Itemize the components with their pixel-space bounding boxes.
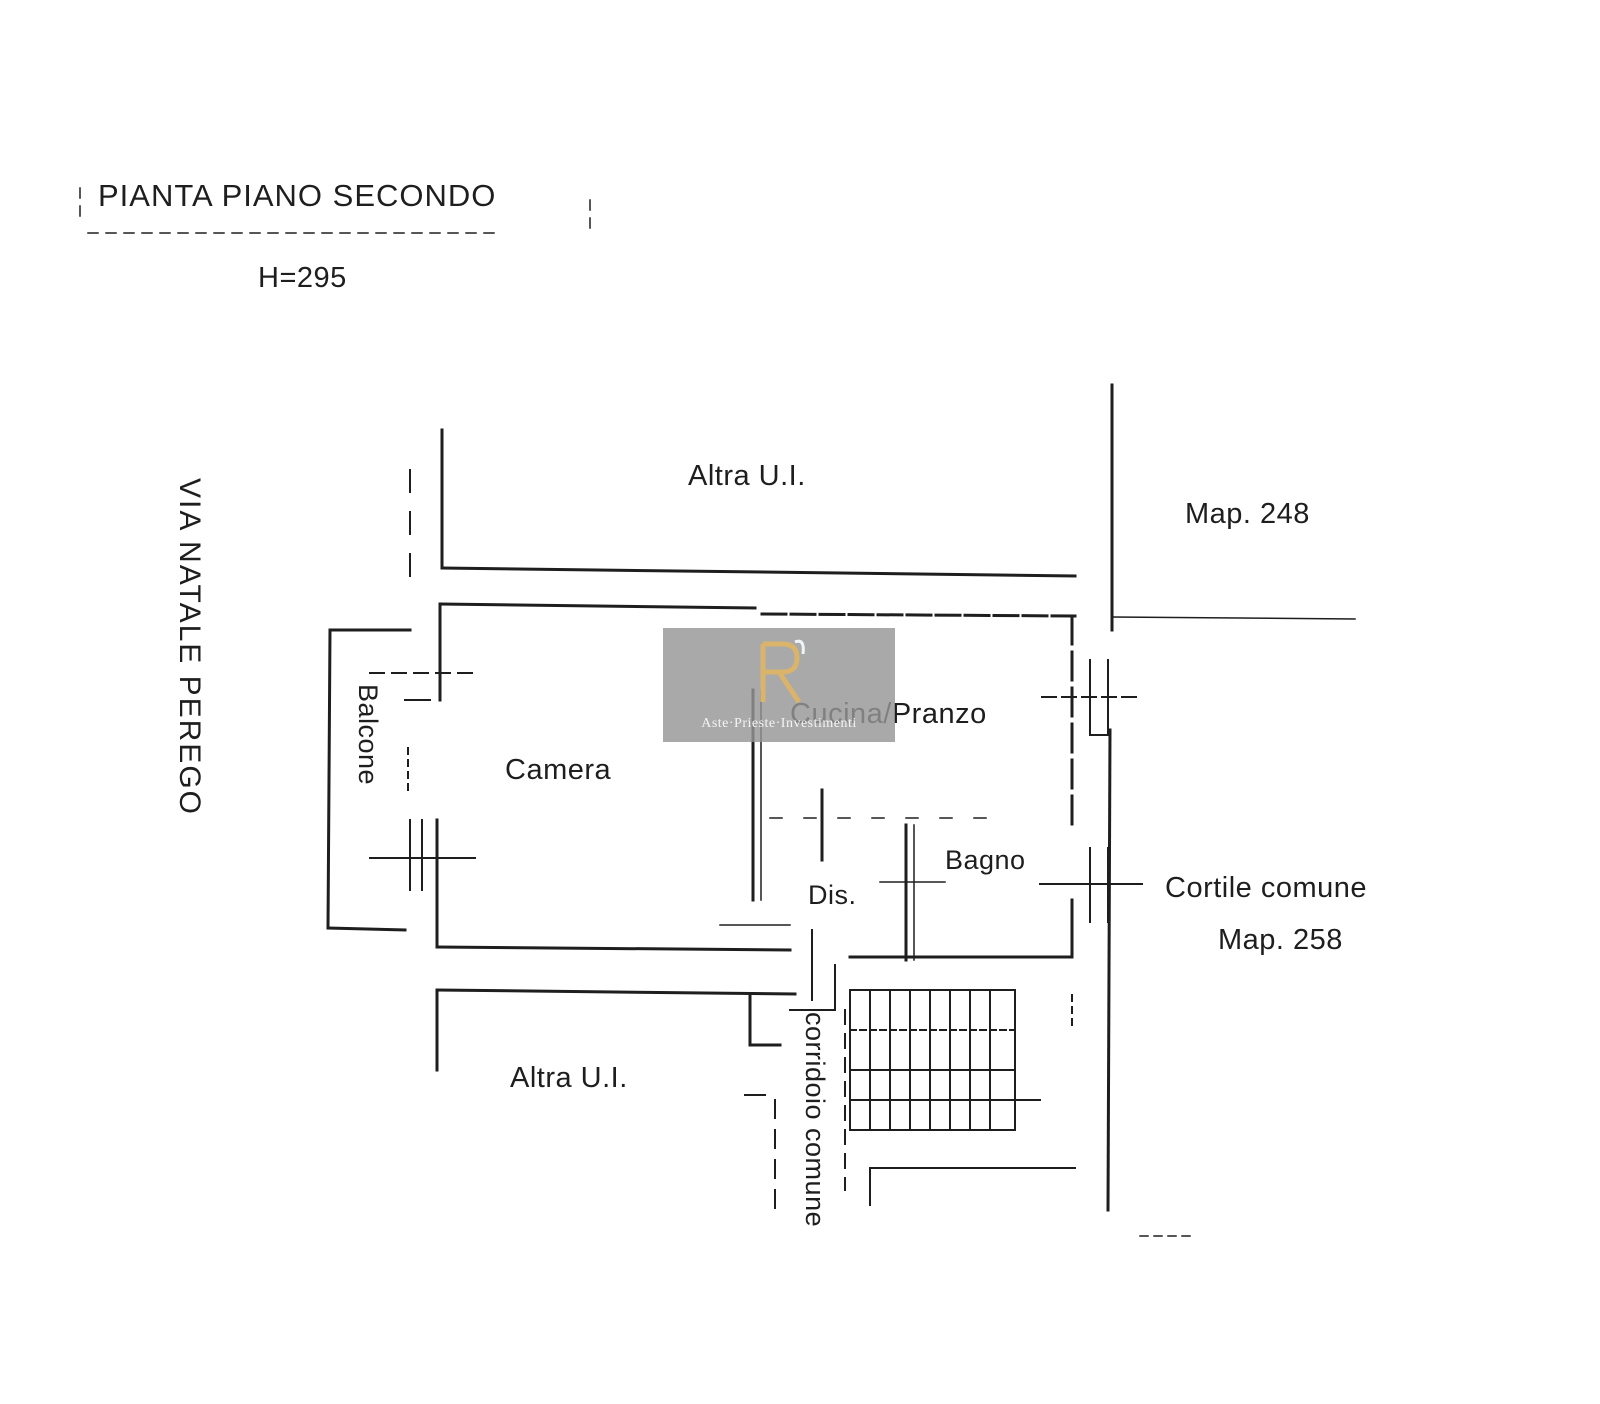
window-bagno: [1039, 847, 1143, 923]
room-label-balcone: Balcone: [353, 684, 383, 786]
window-cucina: [1041, 659, 1141, 736]
wall-apartment: [435, 602, 1077, 959]
room-label-camera: Camera: [505, 754, 612, 786]
title-frame: [79, 187, 591, 234]
watermark-logo-icon: [760, 639, 805, 704]
watermark-text: Aste·Prieste·Investimenti: [701, 716, 857, 731]
staircase: [849, 989, 1076, 1206]
room-label-altra-bottom: Altra U.I.: [510, 1062, 628, 1094]
watermark: Aste·Prieste·Investimenti: [663, 628, 895, 742]
wall-balcony: [326, 628, 476, 932]
corridor-label: corridoio comune: [800, 1012, 830, 1228]
parcel-label-map-258: Map. 258: [1218, 924, 1343, 956]
parcel-label-map-248: Map. 248: [1185, 498, 1310, 530]
wall-corridor: [774, 964, 846, 1211]
window-balcony: [369, 699, 476, 891]
ceiling-height-label: H=295: [258, 262, 347, 294]
page-title: PIANTA PIANO SECONDO: [98, 178, 497, 213]
wall-bagno: [769, 788, 1001, 1001]
room-label-bagno: Bagno: [945, 845, 1026, 875]
room-label-dis: Dis.: [808, 880, 857, 910]
area-label-cortile: Cortile comune: [1165, 872, 1368, 904]
street-label: VIA NATALE PEREGO: [173, 478, 206, 816]
wall-upper-unit: [409, 428, 1077, 596]
room-label-altra-top: Altra U.I.: [688, 460, 806, 492]
wall-right-boundary: [1106, 383, 1356, 1237]
wall-lower-unit: [435, 988, 797, 1096]
